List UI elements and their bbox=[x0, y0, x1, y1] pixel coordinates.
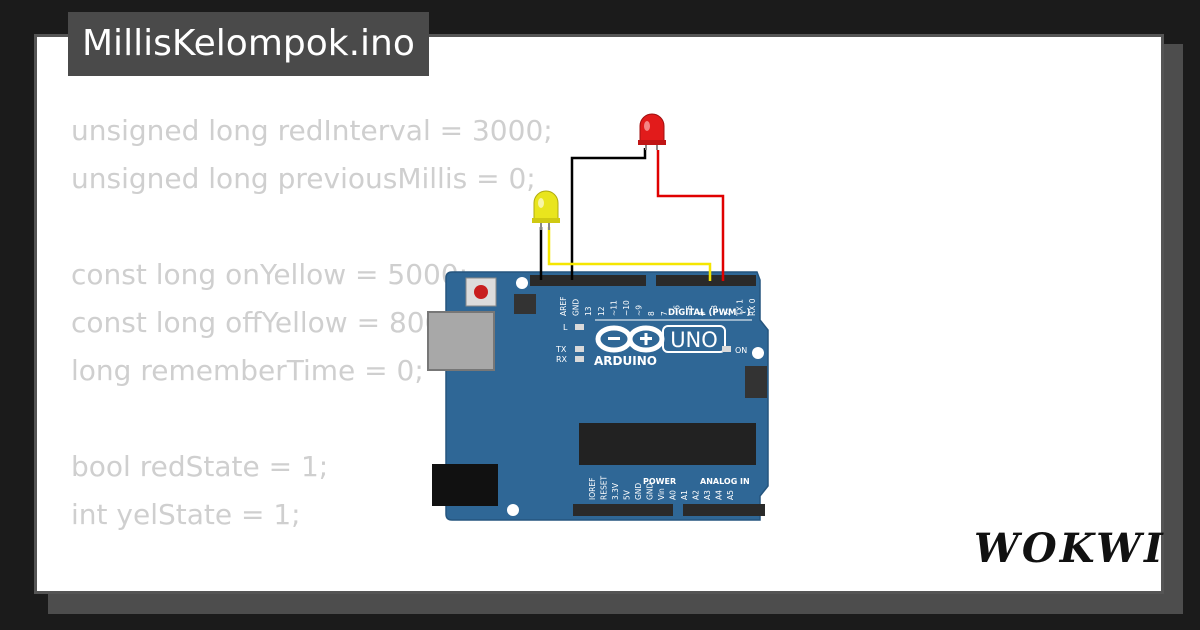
wokwi-logo: WOKWI bbox=[974, 525, 1166, 572]
pin-label: 5V bbox=[623, 489, 632, 500]
pin-label: RESET bbox=[600, 476, 609, 500]
label-on: ON bbox=[735, 346, 747, 355]
board-model: UNO bbox=[670, 328, 718, 352]
header-top-right bbox=[656, 275, 756, 286]
mount-hole bbox=[516, 277, 528, 289]
pin-label: ~6 bbox=[672, 305, 681, 316]
power-label: POWER bbox=[643, 477, 676, 486]
pin-label: GND bbox=[634, 483, 643, 500]
pin-label: 12 bbox=[597, 306, 606, 316]
code-line: int yelState = 1; bbox=[71, 498, 301, 531]
pin-label: 2 bbox=[723, 311, 732, 316]
led-l bbox=[575, 324, 584, 330]
led-rx bbox=[575, 356, 584, 362]
microcontroller-chip bbox=[579, 423, 756, 465]
digital-label: DIGITAL (PWM ~) bbox=[668, 308, 750, 318]
led-tx bbox=[575, 346, 584, 352]
pin-label: ~11 bbox=[609, 300, 618, 316]
pin-label: ~9 bbox=[635, 305, 644, 316]
led-yellow[interactable] bbox=[532, 190, 560, 230]
pin-label: A4 bbox=[715, 490, 724, 500]
pin-label: A2 bbox=[692, 490, 701, 500]
pin-label: A1 bbox=[680, 490, 689, 500]
header-analog bbox=[683, 504, 765, 516]
pin-label: IOREF bbox=[588, 478, 597, 500]
led-red[interactable] bbox=[638, 113, 666, 150]
pin-label: A3 bbox=[703, 490, 712, 500]
mount-hole bbox=[752, 347, 764, 359]
pin-label: A0 bbox=[669, 490, 678, 500]
label-rx: RX bbox=[556, 355, 568, 364]
pin-label: ~5 bbox=[685, 305, 694, 316]
icsp-header-right bbox=[745, 366, 767, 398]
code-line: bool redState = 1; bbox=[71, 450, 329, 483]
mount-hole bbox=[507, 504, 519, 516]
pin-label: 3.3V bbox=[611, 482, 620, 500]
reset-button-cap[interactable] bbox=[474, 285, 488, 299]
arduino-uno-board[interactable]: UNO ARDUINO DIGITAL (PWM ~) POWER ANALOG… bbox=[427, 271, 769, 521]
wokwi-logo-text: WOKWI bbox=[974, 525, 1166, 572]
code-line: const long onYellow = 5000; bbox=[71, 258, 469, 291]
pin-label: Vin bbox=[657, 488, 666, 500]
reset-button[interactable] bbox=[465, 277, 497, 307]
pin-label: 7 bbox=[660, 311, 669, 316]
pin-label: GND bbox=[572, 299, 581, 316]
header-top-left bbox=[530, 275, 646, 286]
pin-label: A5 bbox=[726, 490, 735, 500]
header-power bbox=[573, 504, 673, 516]
pin-label: 4 bbox=[698, 311, 707, 316]
pin-label: AREF bbox=[559, 297, 568, 316]
usb-port bbox=[427, 311, 495, 371]
label-l: L bbox=[563, 323, 568, 332]
wire-yellow-signal[interactable] bbox=[547, 227, 712, 281]
pin-label: GND bbox=[646, 483, 655, 500]
pin-label: ~10 bbox=[622, 300, 631, 316]
led-on bbox=[722, 346, 731, 352]
code-background: unsigned long redInterval = 3000; unsigne… bbox=[71, 107, 553, 591]
code-line: long rememberTime = 0; bbox=[71, 354, 424, 387]
pin-label: 8 bbox=[647, 311, 656, 316]
uno-badge bbox=[662, 325, 726, 353]
power-jack bbox=[432, 464, 498, 506]
pin-label: TX 1 bbox=[735, 299, 744, 317]
analog-label: ANALOG IN bbox=[700, 477, 750, 486]
wire-black-red-gnd[interactable] bbox=[570, 148, 647, 280]
board-brand: ARDUINO bbox=[594, 354, 657, 368]
icsp-header-left bbox=[514, 294, 536, 314]
project-filename: MillisKelompok.ino bbox=[68, 12, 429, 76]
label-tx: TX bbox=[555, 345, 567, 354]
pin-label: ~3 bbox=[710, 305, 719, 316]
wire-red-signal[interactable] bbox=[656, 150, 725, 281]
code-line: unsigned long redInterval = 3000; bbox=[71, 114, 553, 147]
pin-label: RX 0 bbox=[748, 298, 757, 316]
code-line: unsigned long previousMillis = 0; bbox=[71, 162, 536, 195]
pin-label: 13 bbox=[584, 306, 593, 316]
